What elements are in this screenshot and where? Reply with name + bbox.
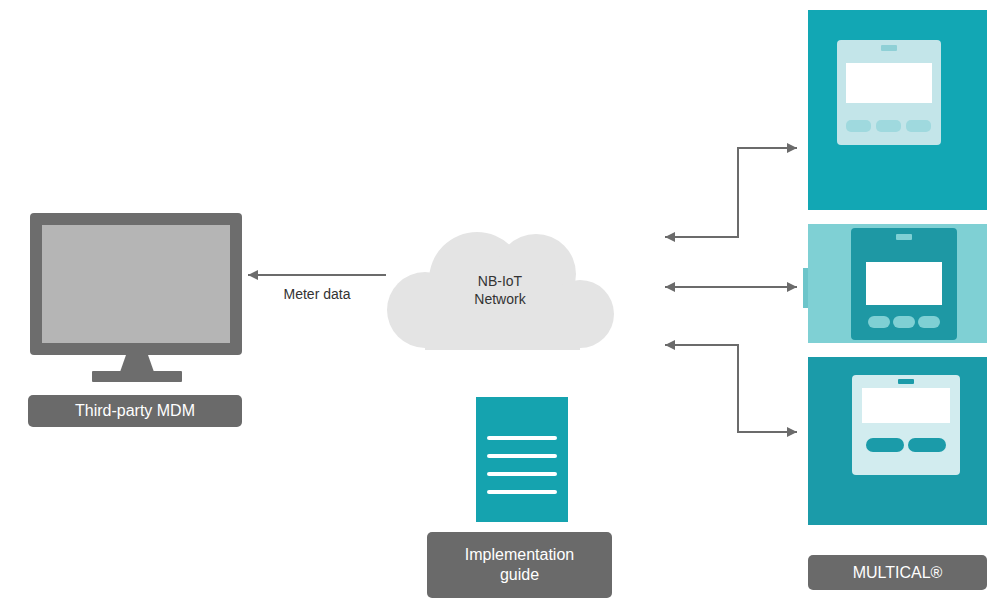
meter-button xyxy=(868,316,890,328)
network-label: NB-IoT Network xyxy=(460,272,540,308)
document-line xyxy=(489,490,555,494)
meter-button xyxy=(866,438,904,452)
meter-display xyxy=(846,63,932,103)
connector xyxy=(248,274,386,276)
meter-body xyxy=(808,10,987,210)
guide-node: Implementation guide xyxy=(427,395,612,598)
meter-panel xyxy=(851,228,957,340)
monitor-screen xyxy=(42,225,230,343)
label-box: MULTICAL® xyxy=(808,555,987,590)
cloud-shape xyxy=(380,222,620,358)
meter-display xyxy=(866,262,942,305)
cloud-text-area: NB-IoT Network xyxy=(380,222,620,358)
node-label: Implementation guide xyxy=(455,545,585,585)
network-cloud: NB-IoT Network xyxy=(380,222,620,358)
document-line xyxy=(489,454,555,458)
meter-button xyxy=(893,316,915,328)
meter-button xyxy=(906,120,931,132)
document-line xyxy=(489,472,555,476)
edge-label: Meter data xyxy=(281,286,354,302)
meter-button xyxy=(846,120,871,132)
cloud-fill xyxy=(387,232,614,350)
meter-tab xyxy=(898,379,914,384)
meter-group: MULTICAL® xyxy=(808,8,987,590)
connector xyxy=(665,345,797,432)
connector xyxy=(665,286,797,288)
meter-tab xyxy=(881,45,897,51)
monitor-neck xyxy=(120,355,154,372)
document-icon xyxy=(476,397,568,522)
meter-button xyxy=(908,438,946,452)
monitor-frame xyxy=(30,213,242,355)
meter-body xyxy=(808,224,987,343)
node-label: MULTICAL® xyxy=(853,563,943,583)
meter-button xyxy=(876,120,901,132)
meter-body xyxy=(808,357,987,525)
meter-tab xyxy=(896,234,912,240)
meter-panel xyxy=(837,40,941,145)
meter-button xyxy=(918,316,940,328)
document-line xyxy=(489,436,555,440)
monitor-node: Third-party MDM xyxy=(28,210,242,427)
meter-panel xyxy=(852,375,960,475)
meter-display xyxy=(862,388,950,423)
label-box: Implementation guide xyxy=(427,532,612,598)
node-label: Third-party MDM xyxy=(75,401,195,421)
connector xyxy=(665,148,797,237)
monitor-base xyxy=(92,371,182,382)
label-box: Third-party MDM xyxy=(28,395,242,427)
